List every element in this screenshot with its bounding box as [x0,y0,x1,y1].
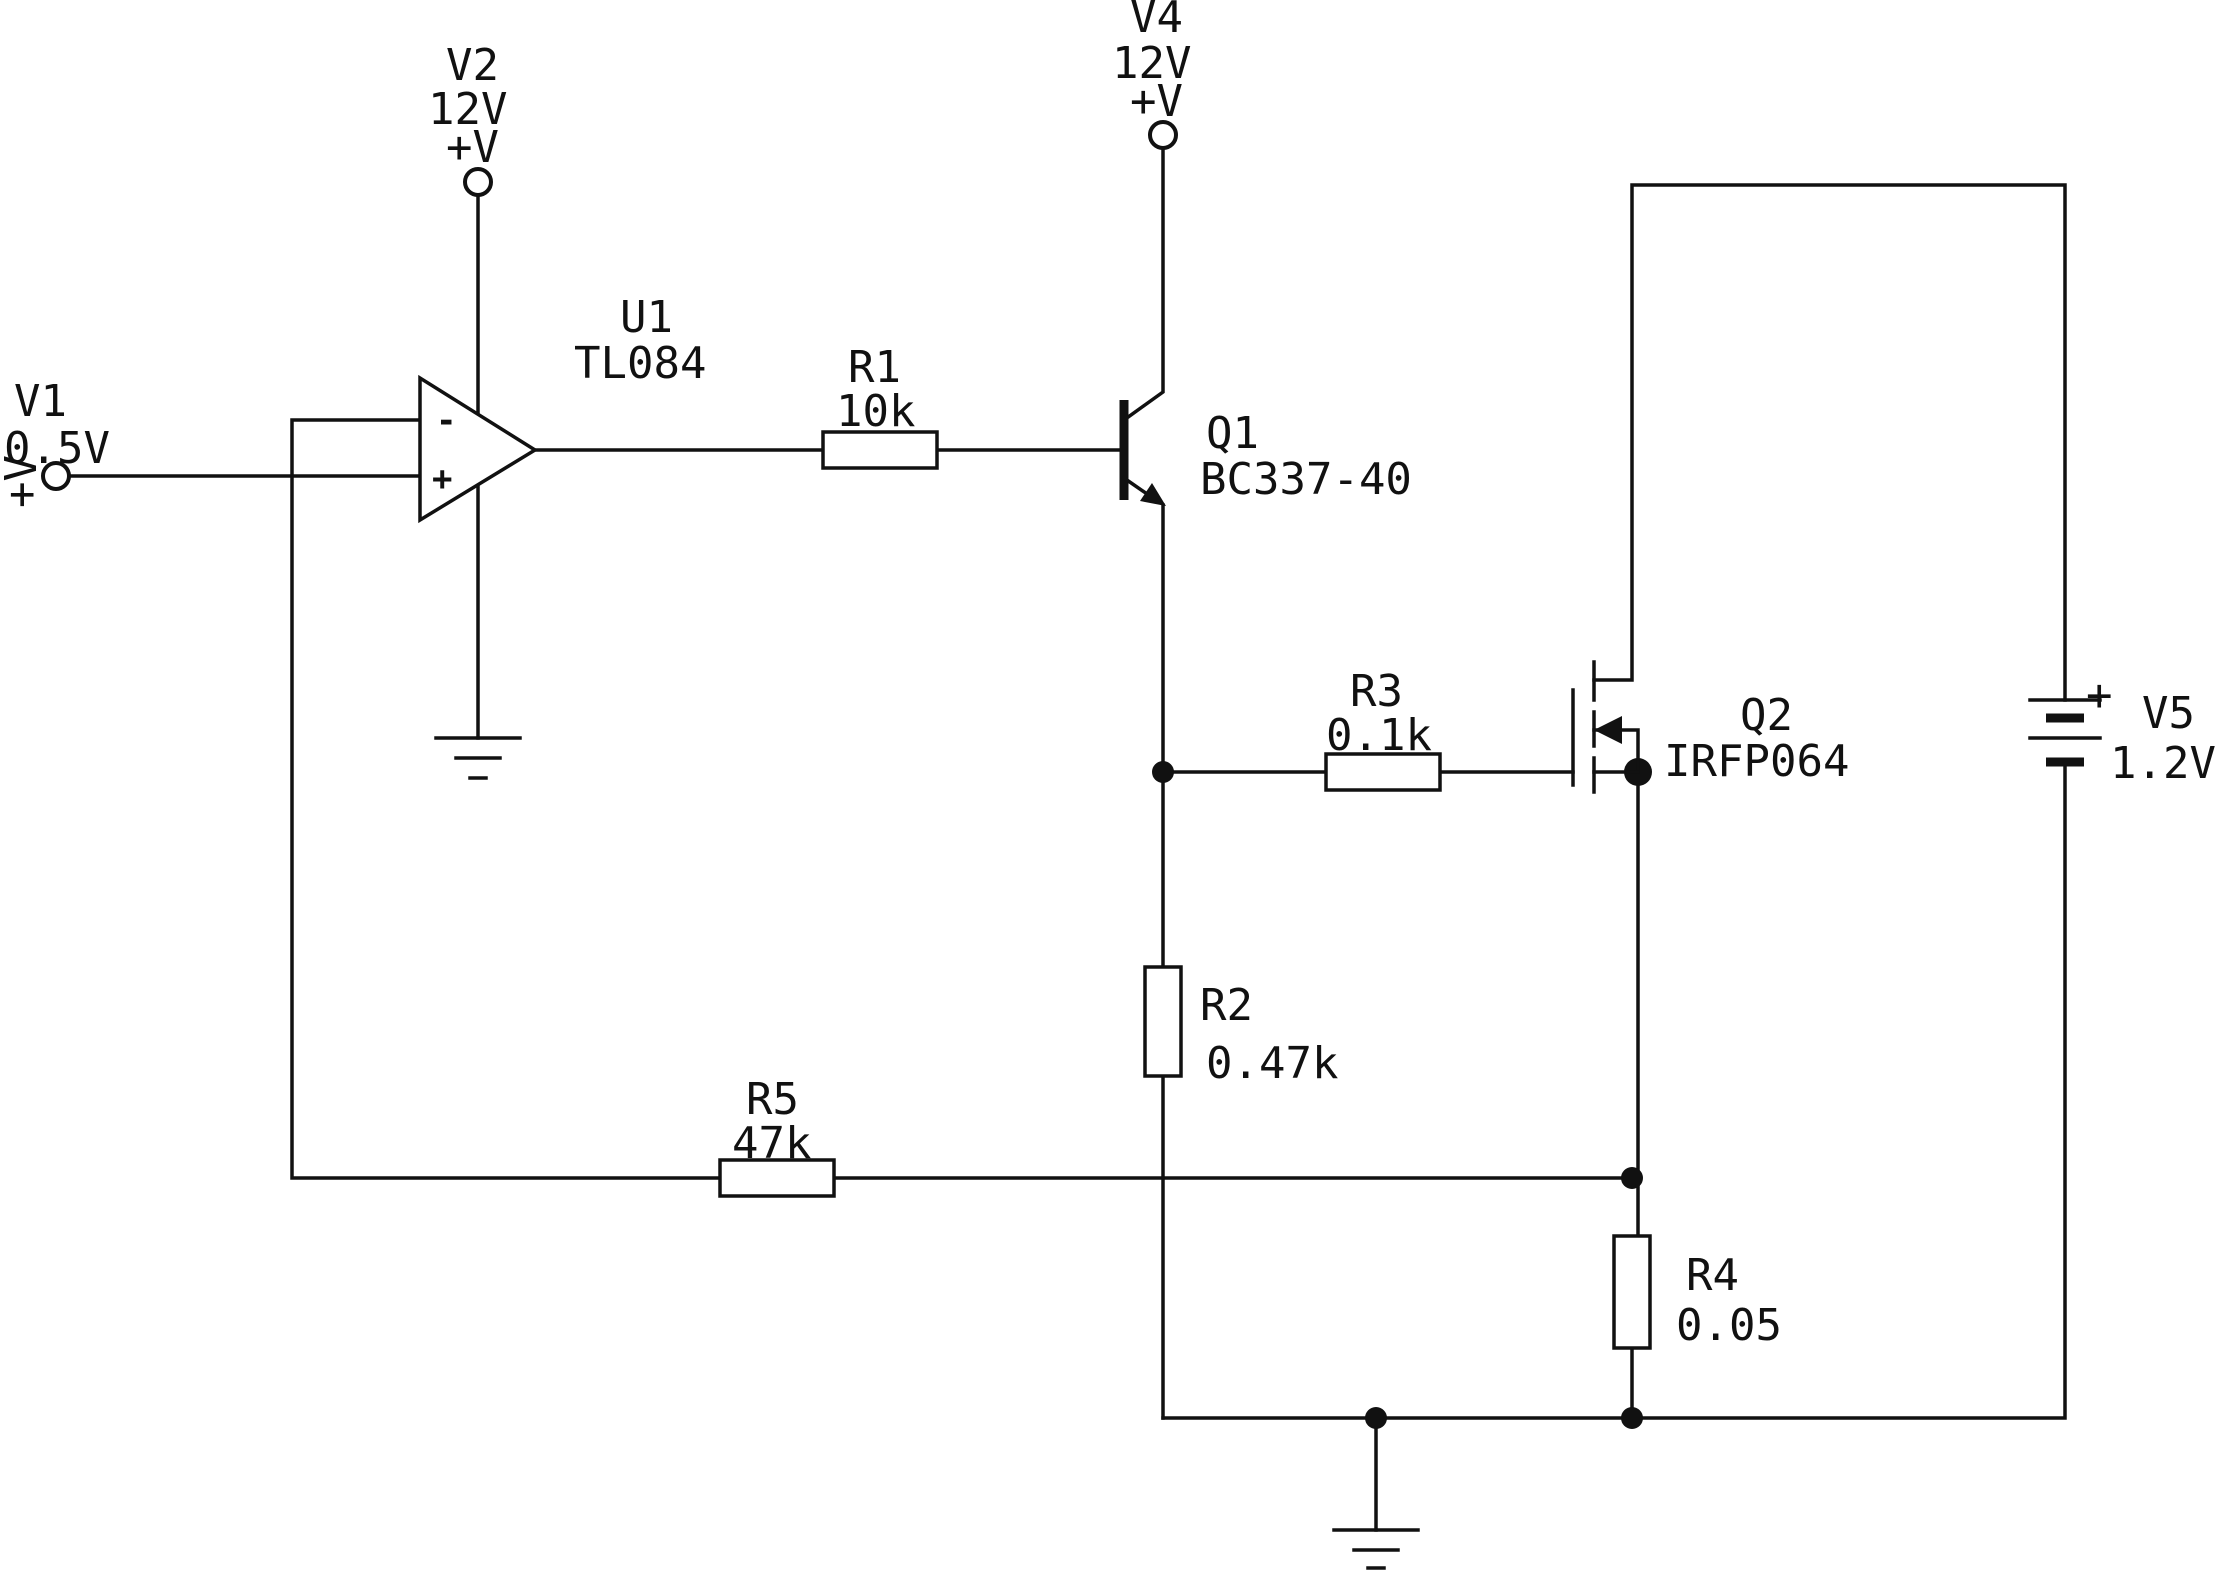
r5-value: 47k [732,1118,811,1169]
v1-value: 0.5V [4,423,110,474]
resistor-r4: R4 0.05 [1612,1234,1782,1351]
resistor-icon [718,1158,836,1198]
battery-v5: + V5 1.2V [2028,670,2216,789]
v4-ref: V4 [1130,0,1183,43]
junction-dot [1152,761,1174,783]
mosfet-arrow-icon [1594,716,1622,744]
ground-icon [434,736,522,780]
opamp-noninverting-mark: + [432,459,452,499]
r2-value: 0.47k [1206,1038,1338,1089]
opamp-u1: - + U1 TL084 [418,292,706,524]
r4-value: 0.05 [1676,1300,1782,1351]
v4-polarity: +V [1130,76,1183,127]
opamp-triangle-icon [418,374,539,524]
terminal-icon [41,461,71,491]
r3-ref: R3 [1350,666,1403,717]
mosfet-q2: Q2 IRFP064 [1571,660,1849,794]
junction-dot [1365,1407,1387,1429]
resistor-icon [1143,965,1183,1078]
v5-plus-mark: + [2086,670,2113,721]
v5-ref: V5 [2142,688,2195,739]
ground-icon [1332,1528,1420,1570]
u1-ref: U1 [620,292,673,343]
v2-value: 12V [428,84,507,135]
resistor-r2: R2 0.47k [1143,965,1338,1089]
v2-polarity: +V [446,122,499,173]
v5-value: 1.2V [2110,738,2216,789]
r2-ref: R2 [1200,980,1253,1031]
r1-value: 10k [836,386,915,437]
r5-ref: R5 [746,1074,799,1125]
junction-dot [1621,1407,1643,1429]
resistor-icon [1324,752,1442,792]
v1-ref: V1 [14,376,67,427]
r1-ref: R1 [848,342,901,393]
u1-value: TL084 [574,338,706,389]
supply-v4: V4 12V +V [1112,0,1191,150]
q2-ref: Q2 [1740,690,1793,741]
resistor-r3: R3 0.1k [1324,666,1442,792]
resistor-icon [1612,1234,1652,1350]
terminal-icon [463,167,493,197]
resistor-icon [821,430,939,470]
supply-v2: V2 12V +V [428,40,507,197]
terminal-icon [1148,120,1178,150]
resistor-r5: R5 47k [718,1074,836,1198]
npn-emitter-arrow-icon [1140,483,1166,506]
v2-ref: V2 [446,40,499,91]
wires [68,146,2067,1532]
v4-value: 12V [1112,38,1191,89]
opamp-inverting-mark: - [436,401,456,441]
r4-ref: R4 [1686,1250,1739,1301]
transistor-q1: Q1 BC337-40 [1119,400,1412,506]
q2-value: IRFP064 [1664,736,1849,787]
q1-ref: Q1 [1206,408,1259,459]
resistor-r1: R1 10k [821,342,939,470]
source-v1: V1 0.5V +V [0,376,110,508]
q1-value: BC337-40 [1200,454,1412,505]
junctions [1152,758,1652,1429]
junction-dot [1621,1167,1643,1189]
v1-polarity: +V [0,455,47,508]
r3-value: 0.1k [1326,710,1432,761]
